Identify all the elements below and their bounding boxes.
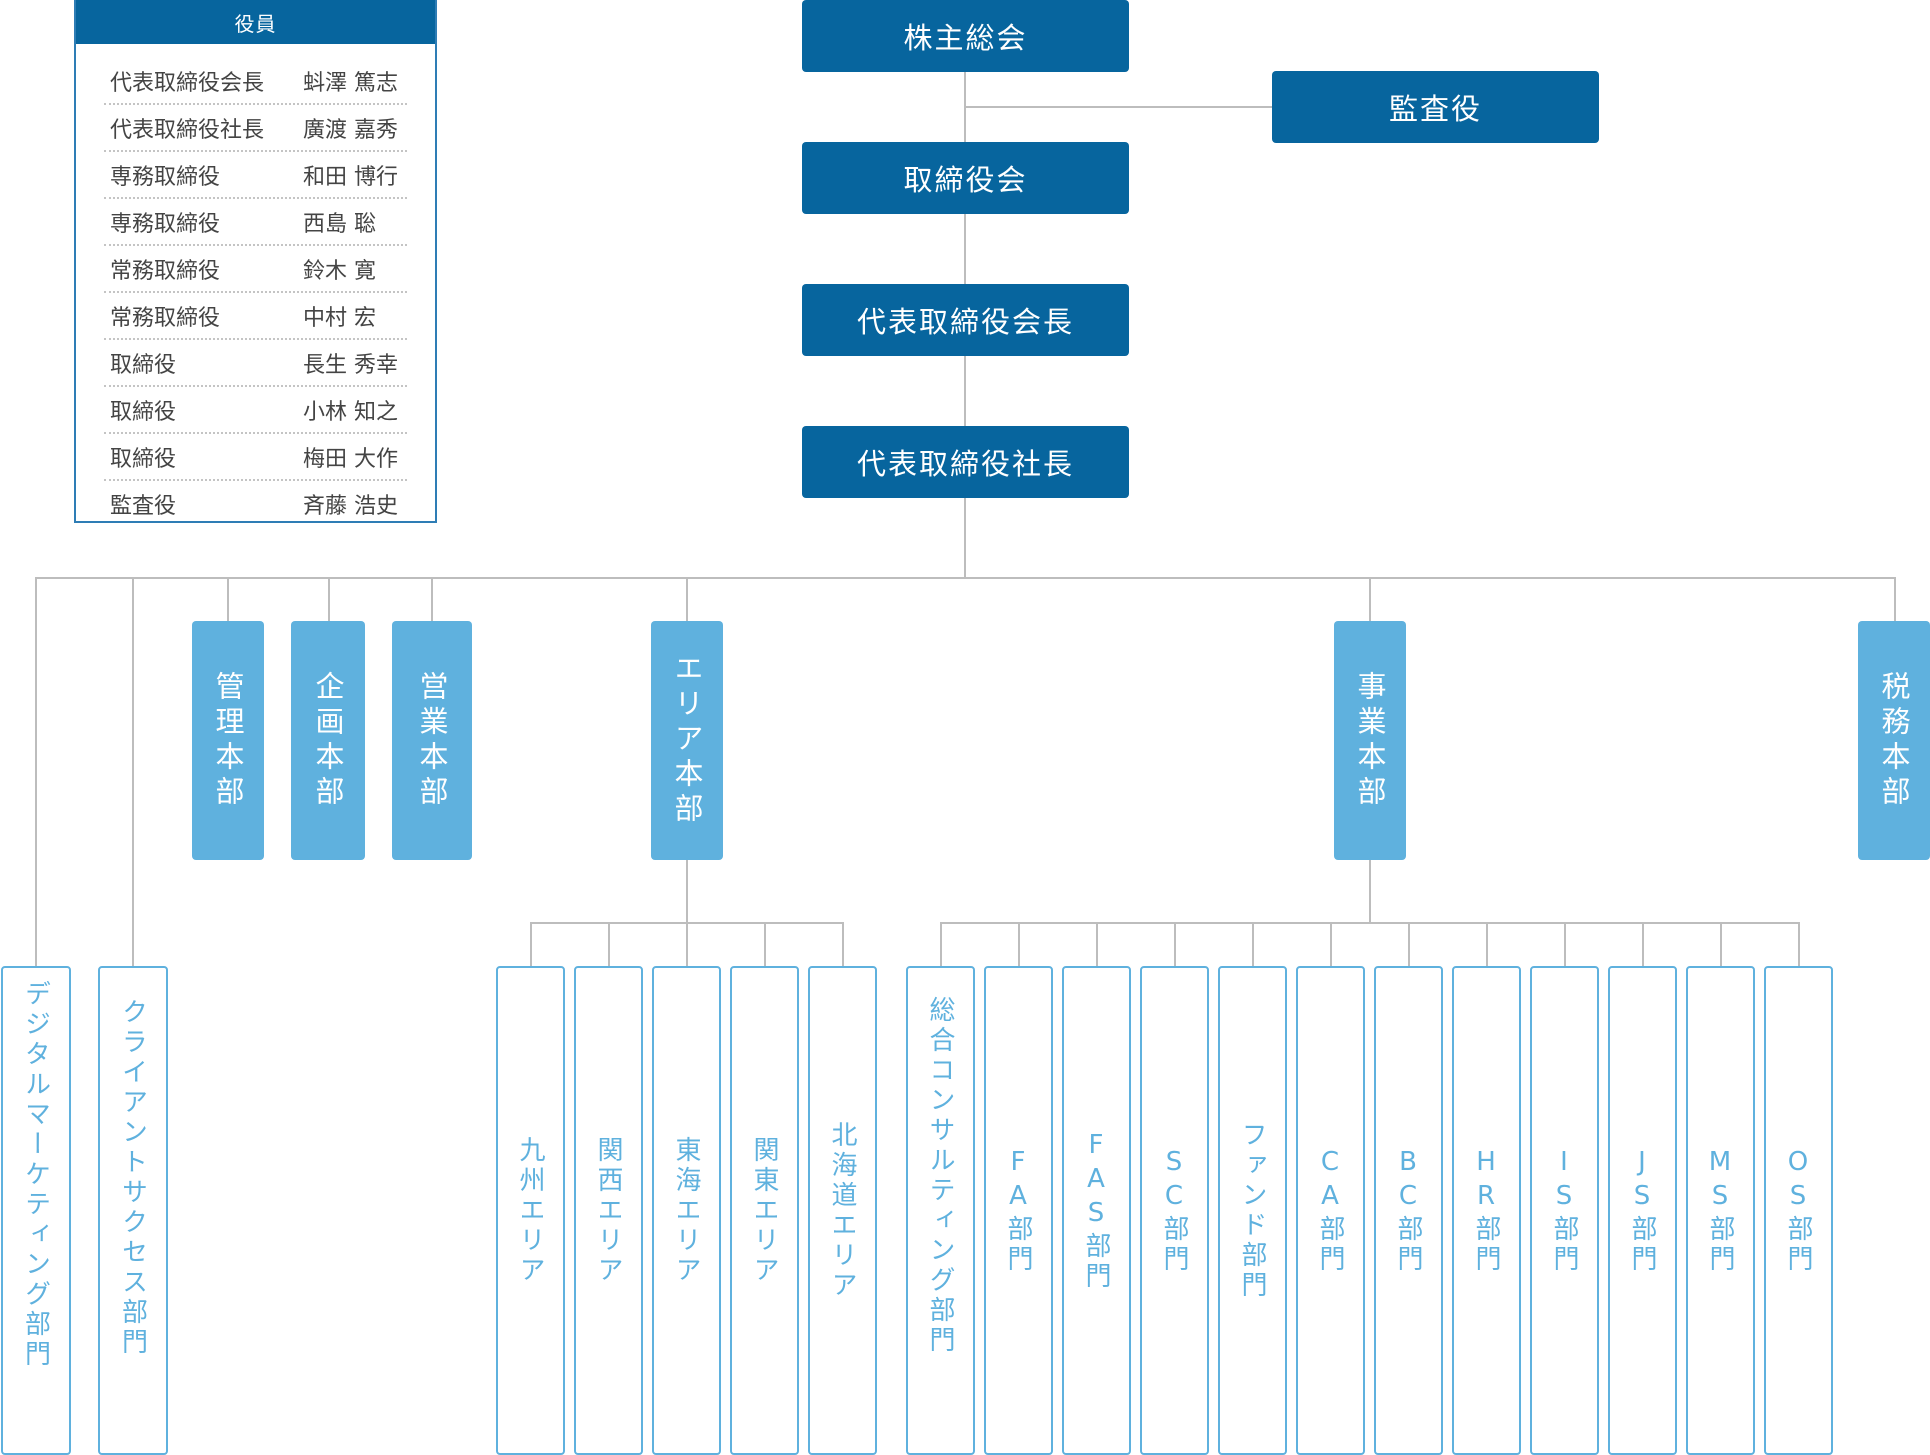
business-unit[interactable]: IS部門 [1530, 966, 1599, 1455]
connector-line [964, 498, 966, 579]
connector-line [608, 922, 610, 966]
connector-line [227, 577, 229, 621]
officer-row: 取締役 小林 知之 [104, 387, 407, 434]
officer-title: 取締役 [110, 446, 177, 472]
officer-title: 代表取締役会長 [110, 70, 265, 96]
officer-name: 梅田 大作 [303, 446, 398, 472]
officer-name: 小林 知之 [303, 399, 398, 425]
board-of-directors-box[interactable]: 取締役会 [802, 142, 1129, 214]
connector-line [964, 106, 1272, 108]
business-unit[interactable]: HR部門 [1452, 966, 1521, 1455]
connector-line [1486, 922, 1488, 966]
connector-line [842, 922, 844, 966]
area-unit[interactable]: 関西エリア [574, 966, 643, 1455]
officer-row: 常務取締役 中村 宏 [104, 293, 407, 340]
officer-row: 専務取締役 西島 聡 [104, 199, 407, 246]
connector-line [1018, 922, 1020, 966]
connector-line [686, 922, 688, 966]
business-unit[interactable]: CA部門 [1296, 966, 1365, 1455]
officer-title: 常務取締役 [110, 258, 221, 284]
connector-line [1369, 860, 1371, 923]
officer-name: 和田 博行 [303, 164, 398, 190]
connector-line [1564, 922, 1566, 966]
division-tax[interactable]: 税務本部 [1858, 621, 1930, 860]
officer-name: 鈴木 寛 [303, 258, 376, 284]
connector-line [686, 860, 688, 923]
business-unit[interactable]: MS部門 [1686, 966, 1755, 1455]
officer-row: 代表取締役社長 廣渡 嘉秀 [104, 105, 407, 152]
division-sales[interactable]: 営業本部 [392, 621, 472, 860]
officer-name: 西島 聡 [303, 211, 376, 237]
area-unit[interactable]: 北海道エリア [808, 966, 877, 1455]
business-unit[interactable]: 総合コンサルティング部門 [906, 966, 975, 1455]
connector-line [431, 577, 433, 621]
connector-line [1330, 922, 1332, 966]
officers-list: 代表取締役会長 蚪澤 篤志 代表取締役社長 廣渡 嘉秀 専務取締役 和田 博行 専務取… [104, 58, 407, 526]
business-unit[interactable]: FA部門 [984, 966, 1053, 1455]
connector-line [35, 577, 1896, 579]
connector-line [764, 922, 766, 966]
auditor-box[interactable]: 監査役 [1272, 71, 1599, 143]
officer-name: 斉藤 浩史 [303, 493, 398, 519]
business-unit[interactable]: OS部門 [1764, 966, 1833, 1455]
officer-title: 専務取締役 [110, 164, 221, 190]
connector-line [132, 577, 134, 966]
division-business[interactable]: 事業本部 [1334, 621, 1406, 860]
connector-line [1369, 577, 1371, 621]
connector-line [940, 922, 942, 966]
business-unit[interactable]: SC部門 [1140, 966, 1209, 1455]
officer-title: 常務取締役 [110, 305, 221, 331]
officer-title: 取締役 [110, 399, 177, 425]
connector-line [1174, 922, 1176, 966]
division-area[interactable]: エリア本部 [651, 621, 723, 860]
connector-line [35, 577, 37, 966]
officer-title: 代表取締役社長 [110, 117, 265, 143]
area-unit[interactable]: 東海エリア [652, 966, 721, 1455]
shareholders-meeting-box[interactable]: 株主総会 [802, 0, 1129, 72]
officer-name: 長生 秀幸 [303, 352, 398, 378]
department-digital-marketing[interactable]: デジタルマーケティング部門 [1, 966, 71, 1455]
officer-row: 専務取締役 和田 博行 [104, 152, 407, 199]
connector-line [964, 72, 966, 426]
connector-line [1642, 922, 1644, 966]
connector-line [328, 577, 330, 621]
connector-line [1096, 922, 1098, 966]
officer-row: 代表取締役会長 蚪澤 篤志 [104, 58, 407, 105]
officers-panel: 役員 代表取締役会長 蚪澤 篤志 代表取締役社長 廣渡 嘉秀 専務取締役 和田 博行 … [74, 0, 437, 523]
officer-name: 廣渡 嘉秀 [303, 117, 398, 143]
officer-title: 監査役 [110, 493, 177, 519]
connector-line [1408, 922, 1410, 966]
division-admin[interactable]: 管理本部 [192, 621, 264, 860]
connector-line [940, 922, 1800, 924]
division-planning[interactable]: 企画本部 [291, 621, 365, 860]
connector-line [686, 577, 688, 621]
business-unit[interactable]: FAS部門 [1062, 966, 1131, 1455]
business-unit[interactable]: ファンド部門 [1218, 966, 1287, 1455]
business-unit[interactable]: BC部門 [1374, 966, 1443, 1455]
officer-name: 蚪澤 篤志 [303, 70, 398, 96]
connector-line [1720, 922, 1722, 966]
connector-line [530, 922, 532, 966]
connector-line [1798, 922, 1800, 966]
connector-line [1894, 577, 1896, 621]
area-unit[interactable]: 九州エリア [496, 966, 565, 1455]
officer-name: 中村 宏 [303, 305, 376, 331]
officers-header: 役員 [76, 0, 435, 44]
officer-row: 常務取締役 鈴木 寛 [104, 246, 407, 293]
department-client-success[interactable]: クライアントサクセス部門 [98, 966, 168, 1455]
officer-title: 専務取締役 [110, 211, 221, 237]
chairman-box[interactable]: 代表取締役会長 [802, 284, 1129, 356]
president-box[interactable]: 代表取締役社長 [802, 426, 1129, 498]
connector-line [1252, 922, 1254, 966]
area-unit[interactable]: 関東エリア [730, 966, 799, 1455]
officer-row: 取締役 長生 秀幸 [104, 340, 407, 387]
officer-title: 取締役 [110, 352, 177, 378]
business-unit[interactable]: JS部門 [1608, 966, 1677, 1455]
officer-row: 監査役 斉藤 浩史 [104, 481, 407, 526]
officer-row: 取締役 梅田 大作 [104, 434, 407, 481]
